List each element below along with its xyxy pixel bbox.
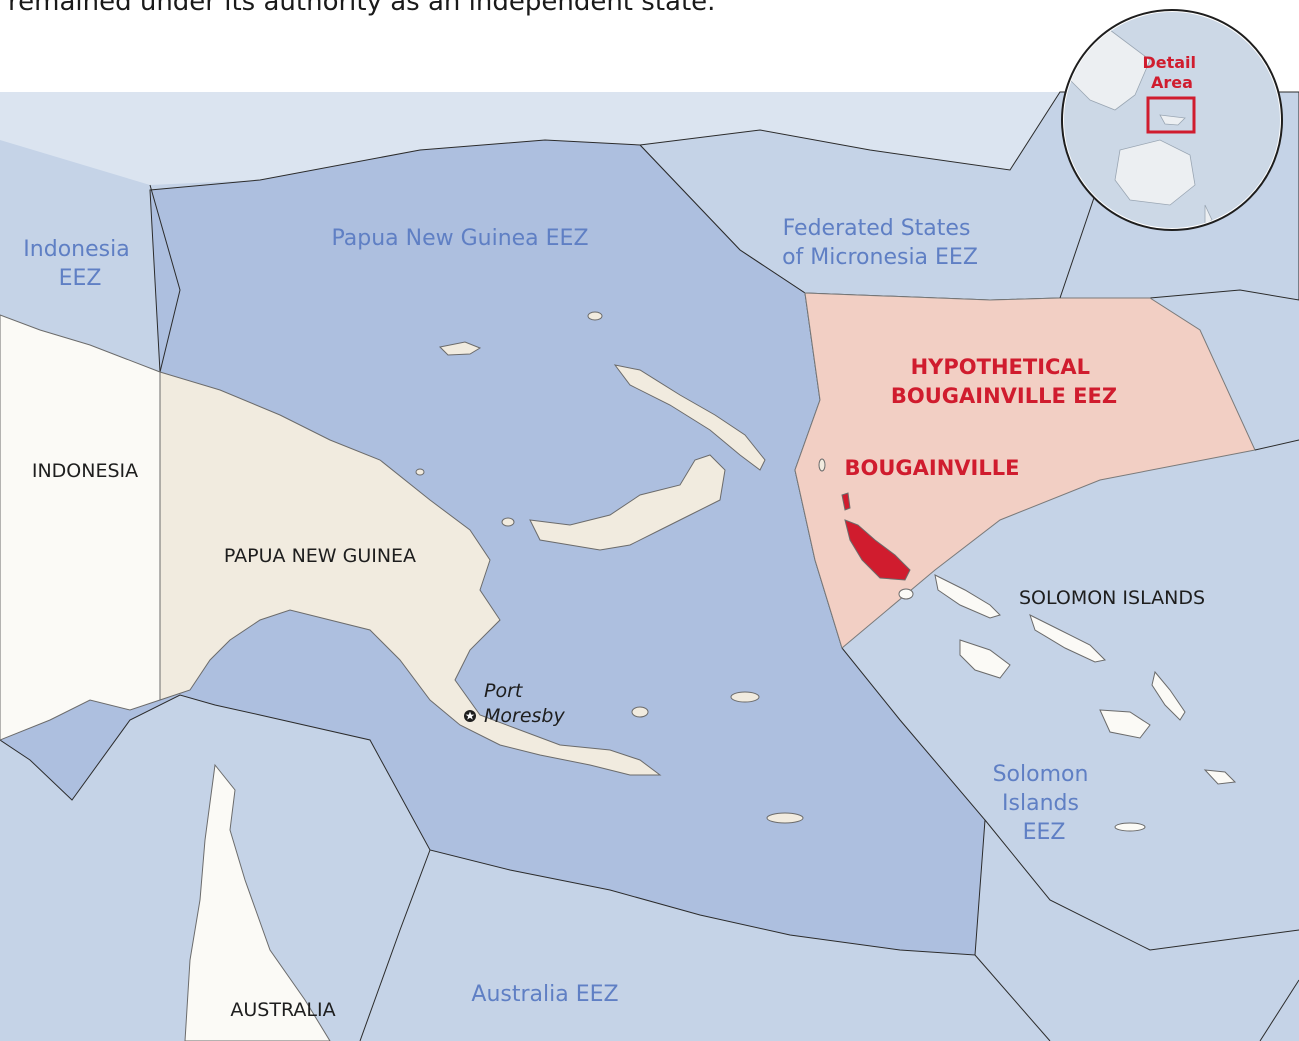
hypothetical-eez-line-1: HYPOTHETICAL [911,355,1090,379]
png-label: PAPUA NEW GUINEA [224,545,416,567]
santa-isabel-island [1029,614,1107,663]
makira-island [1203,769,1237,785]
island [766,812,804,824]
inset-globe: Detail Area [1061,9,1283,231]
rennell-island [1114,822,1146,832]
port-moresby-line-1: Port [484,680,524,702]
buka-island [841,492,851,511]
inset-title-line-2: Area [1151,73,1193,92]
indonesia-png-boundary [149,184,181,373]
australia-boundary [359,849,431,1041]
outer-ocean-zone [0,92,1299,240]
indonesia-eez-line-1: Indonesia [23,237,129,262]
australia-label: AUSTRALIA [230,999,335,1021]
png-eez-zone [0,139,986,956]
solomon-eez-line-2: Islands [1002,791,1079,816]
solomon-islands-group [898,574,1237,832]
caption-line: remained under its authority as an indep… [8,0,716,17]
inset-title-line-1: Detail [1142,53,1196,72]
png-small-islands [415,311,826,824]
new-britain-island [529,454,726,551]
bougainville-island [844,519,911,581]
shortland-island [898,588,914,600]
indonesia-landmass [0,314,161,741]
bougainville-label: BOUGAINVILLE [845,456,1020,480]
solomon-islands-label: SOLOMON ISLANDS [1019,587,1205,609]
island [818,458,826,472]
inset-title: Detail Area [1142,53,1201,92]
micronesia-eez-line-1: Federated States [783,216,971,241]
island [501,517,515,527]
hypothetical-eez-label: HYPOTHETICAL BOUGAINVILLE EEZ [891,355,1117,408]
coral-sea-boundary [974,954,1051,1041]
solomon-south-boundary [984,819,1299,951]
choiseul-island [934,574,1001,619]
port-moresby-line-2: Moresby [484,705,565,727]
hypothetical-eez-line-2: BOUGAINVILLE EEZ [891,384,1117,408]
australia-eez-label: Australia EEZ [471,982,618,1007]
new-ireland-island [613,364,766,471]
png-mainland [159,371,662,776]
solomon-north-boundary [1254,439,1299,451]
solomon-eez-label: Solomon Islands EEZ [993,762,1096,845]
indonesia-eez-label: Indonesia EEZ [23,237,136,291]
inset-australia [1114,139,1196,206]
capital-star-icon [464,710,476,722]
micronesia-eez-label: Federated States of Micronesia EEZ [782,216,978,270]
png-eez-label: Papua New Guinea EEZ [331,226,588,251]
island [631,706,649,718]
indonesia-eez-line-2: EEZ [59,266,102,291]
malaita-island [1151,670,1186,721]
micronesia-eez-line-2: of Micronesia EEZ [782,245,978,270]
solomon-eez-line-1: Solomon [993,762,1089,787]
guadalcanal-island [1099,709,1151,739]
inset-detail-box [1146,96,1196,134]
bougainville-eez-zone [794,292,1256,649]
southeast-boundary [1259,979,1299,1041]
island [730,691,760,703]
port-moresby-label: Port Moresby [484,680,565,727]
caption-text: remained under its authority as an indep… [8,0,715,30]
solomon-eez-line-3: EEZ [1023,820,1066,845]
australia-landmass [184,763,331,1041]
eez-boundaries [149,91,1299,1041]
island [587,311,603,321]
inset-new-guinea [1159,114,1186,126]
indonesia-label: INDONESIA [32,460,138,482]
inset-asia [1069,29,1151,111]
manus-island [438,341,482,356]
island [415,468,425,476]
inset-globe-border [1061,9,1283,231]
new-georgia-island [959,639,1011,679]
